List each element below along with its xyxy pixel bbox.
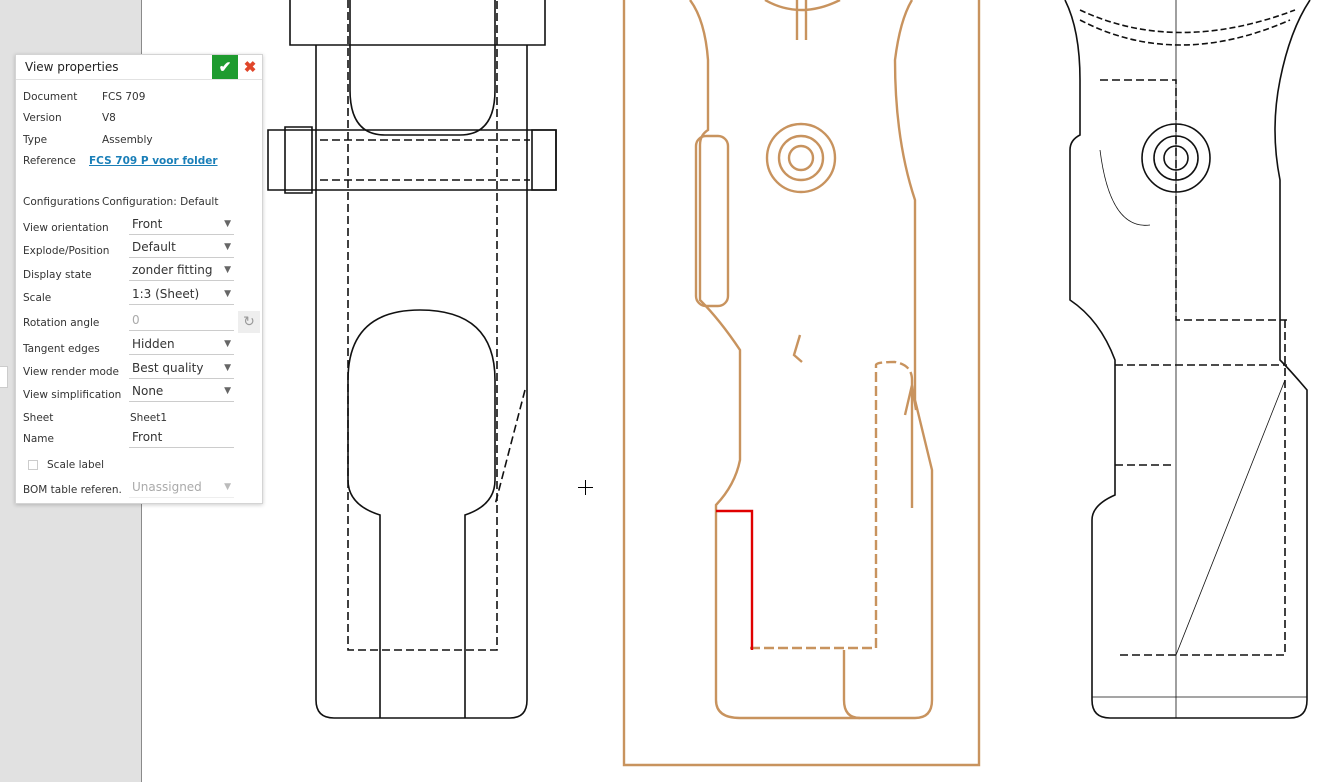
rotate-icon: ↻ <box>243 314 255 330</box>
bom-label: BOM table referen... <box>23 484 123 496</box>
document-row: Document FCS 709 <box>23 91 234 103</box>
type-value: Assembly <box>102 134 153 146</box>
version-value: V8 <box>102 112 116 124</box>
tangent-select[interactable]: Hidden ▼ <box>129 335 234 355</box>
explode-select[interactable]: Default ▼ <box>129 238 234 258</box>
simplification-value: None <box>132 384 164 398</box>
simplification-label: View simplification <box>23 389 122 401</box>
configurations-value: Configuration: Default <box>102 196 219 208</box>
type-label: Type <box>23 134 48 146</box>
left-view[interactable] <box>267 0 557 719</box>
simplification-row: View simplification <box>23 389 234 401</box>
simplification-select[interactable]: None ▼ <box>129 382 234 402</box>
rotation-input[interactable]: 0 <box>129 311 234 331</box>
display-state-row: Display state <box>23 269 234 281</box>
display-state-select[interactable]: zonder fitting ▼ <box>129 261 234 281</box>
display-state-label: Display state <box>23 269 92 281</box>
panel-header: View properties ✔ ✖ <box>16 55 262 80</box>
sheet-row: Sheet Sheet1 <box>23 412 234 424</box>
scale-label: Scale <box>23 292 52 304</box>
right-view[interactable] <box>1064 0 1311 719</box>
bom-row: BOM table referen... <box>23 484 234 496</box>
scale-value: 1:3 (Sheet) <box>132 287 200 301</box>
document-value: FCS 709 <box>102 91 146 103</box>
view-orientation-value: Front <box>132 217 163 231</box>
chevron-down-icon: ▼ <box>224 265 231 275</box>
cancel-button[interactable]: ✖ <box>238 55 262 79</box>
sheet-value: Sheet1 <box>130 412 168 424</box>
render-value: Best quality <box>132 361 204 375</box>
render-row: View render mode <box>23 366 234 378</box>
bom-select[interactable]: Unassigned ▼ <box>129 478 234 498</box>
name-input[interactable]: Front <box>129 428 234 448</box>
name-label: Name <box>23 433 54 445</box>
side-panel-tab[interactable] <box>0 366 8 388</box>
bom-value: Unassigned <box>132 480 202 494</box>
scale-label-checkbox-label: Scale label <box>47 459 104 471</box>
chevron-down-icon: ▼ <box>224 482 231 492</box>
name-row: Name <box>23 433 234 445</box>
view-orientation-label: View orientation <box>23 222 109 234</box>
reference-link[interactable]: FCS 709 P voor folder <box>89 155 218 167</box>
view-properties-panel: View properties ✔ ✖ Document FCS 709 Vers… <box>15 54 263 504</box>
chevron-down-icon: ▼ <box>224 386 231 396</box>
chevron-down-icon: ▼ <box>224 242 231 252</box>
version-row: Version V8 <box>23 112 234 124</box>
reset-rotation-button[interactable]: ↻ <box>238 311 260 333</box>
document-label: Document <box>23 91 78 103</box>
confirm-button[interactable]: ✔ <box>212 55 238 79</box>
panel-title: View properties <box>25 60 119 74</box>
chevron-down-icon: ▼ <box>224 339 231 349</box>
rotation-row: Rotation angle <box>23 317 234 329</box>
view-orientation-row: View orientation <box>23 222 234 234</box>
explode-row: Explode/Position <box>23 245 234 257</box>
tangent-label: Tangent edges <box>23 343 100 355</box>
configurations-label: Configurations <box>23 196 100 208</box>
type-row: Type Assembly <box>23 134 234 146</box>
scale-select[interactable]: 1:3 (Sheet) ▼ <box>129 285 234 305</box>
reference-label: Reference <box>23 155 76 167</box>
highlighted-edge <box>716 509 754 650</box>
name-value: Front <box>132 430 163 444</box>
crosshair-cursor <box>578 480 593 495</box>
scale-label-checkbox[interactable] <box>28 460 38 470</box>
sheet-label: Sheet <box>23 412 54 424</box>
rotation-label: Rotation angle <box>23 317 100 329</box>
render-select[interactable]: Best quality ▼ <box>129 359 234 379</box>
explode-value: Default <box>132 240 176 254</box>
check-icon: ✔ <box>218 59 232 76</box>
view-orientation-select[interactable]: Front ▼ <box>129 215 234 235</box>
chevron-down-icon: ▼ <box>224 363 231 373</box>
chevron-down-icon: ▼ <box>224 289 231 299</box>
scale-row: Scale <box>23 292 234 304</box>
display-state-value: zonder fitting <box>132 263 213 277</box>
rotation-value: 0 <box>132 313 140 327</box>
reference-row: Reference FCS 709 P voor folder <box>23 155 234 167</box>
render-label: View render mode <box>23 366 120 378</box>
tangent-row: Tangent edges <box>23 343 234 355</box>
middle-view-selected[interactable] <box>622 0 981 767</box>
explode-label: Explode/Position <box>23 245 110 257</box>
scale-label-row: Scale label <box>28 459 234 471</box>
version-label: Version <box>23 112 62 124</box>
chevron-down-icon: ▼ <box>224 219 231 229</box>
close-icon: ✖ <box>243 59 257 76</box>
tangent-value: Hidden <box>132 337 175 351</box>
